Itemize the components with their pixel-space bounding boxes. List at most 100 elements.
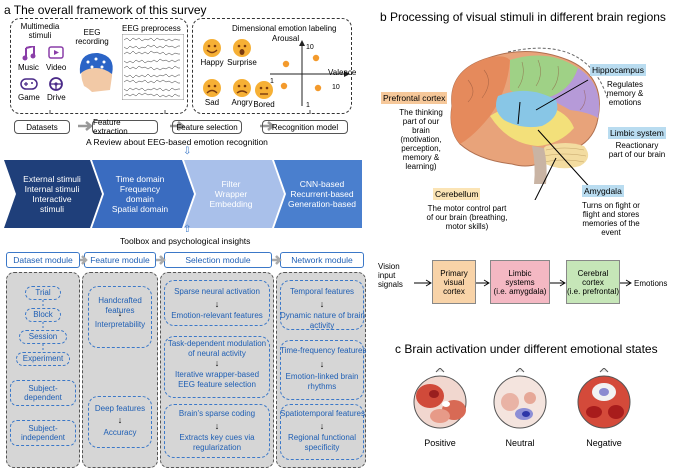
limbic-desc: Reactionary part of our brain: [608, 141, 666, 159]
amygdala-desc: Turns on fight or flight and stores memo…: [582, 201, 640, 237]
arrow-down-icon: ↓: [319, 359, 325, 369]
cerebellum-desc: The motor control part of our brain (bre…: [426, 204, 508, 231]
drive-label: Drive: [47, 93, 66, 102]
flow-box: Limbic systems (i.e. amygdala): [490, 260, 550, 304]
review-caption: A Review about EEG-based emotion recogni…: [86, 137, 268, 147]
feature-item: Deep features: [94, 404, 146, 413]
pipeline-step: Feature extraction: [92, 118, 158, 136]
topomap-neutral: [493, 368, 547, 429]
network-item: Time-frequency features: [280, 346, 367, 355]
network-item: Temporal features: [289, 287, 355, 296]
arousal-valence-axes: [270, 40, 350, 106]
stimuli-recording-box: [10, 18, 188, 114]
panel-b-title: b Processing of visual stimuli in differ…: [380, 10, 666, 24]
arrow-down-icon: ↓: [214, 299, 220, 309]
arrow-down-icon: ↓: [319, 421, 325, 431]
limbic-label: Limbic system: [608, 127, 666, 139]
axis-1-bottom: 1: [306, 102, 310, 109]
game-label: Game: [18, 93, 40, 102]
arrow-down-icon: ↓: [319, 299, 325, 309]
arrow-down-icon: ↓: [214, 358, 220, 368]
selection-item: Emotion-relevant features: [171, 311, 263, 320]
state-positive: Positive: [424, 438, 456, 448]
dimensional-label: Dimensional emotion labeling: [232, 24, 337, 33]
prefrontal-label: Prefrontal cortex: [381, 92, 448, 104]
feature-item: Handcrafted features: [98, 296, 142, 315]
video-label: Video: [46, 63, 67, 72]
brain-illustration: [450, 47, 609, 200]
selection-item: Iterative wrapper-based EEG feature sele…: [174, 370, 260, 389]
selection-group: [164, 280, 270, 326]
module-header: Feature module: [84, 252, 156, 268]
module-header: Dataset module: [6, 252, 80, 268]
angry-face-icon: [233, 79, 251, 97]
dataset-item: Experiment: [16, 352, 70, 366]
network-item: Spatiotemporal features: [280, 409, 365, 418]
game-icon: [20, 78, 38, 90]
emotion-label: Surprise: [227, 58, 257, 67]
arrow-down-icon: ↓: [214, 421, 220, 431]
arousal-label: Arousal: [272, 34, 300, 43]
axis-10-right: 10: [332, 84, 340, 91]
emotion-label: Angry: [231, 98, 253, 107]
flow-input: Vision input signals: [378, 262, 403, 289]
happy-face-icon: [203, 39, 221, 57]
multimedia-label: Multimedia stimuli: [20, 22, 60, 40]
music-label: Music: [18, 63, 39, 72]
bored-face-icon: [255, 81, 273, 99]
cerebellum-label: Cerebellum: [433, 188, 481, 200]
module-header: Network module: [280, 252, 364, 268]
axis-1-left: 1: [270, 78, 274, 85]
dataset-item: Block: [25, 308, 61, 322]
amygdala-label: Amygdala: [582, 185, 624, 197]
chevron-text: Filter Wrapper Embedding: [209, 179, 253, 209]
network-item: Dynamic nature of brain activity: [280, 311, 365, 330]
arrow-down-icon: ↓: [117, 308, 123, 318]
flow-box: Primary visual cortex: [432, 260, 476, 304]
chevron-text: External stimuli Internal stimuli Intera…: [23, 174, 81, 214]
network-group: [280, 404, 364, 460]
flow-output: Emotions: [634, 279, 668, 288]
module-arrows: [80, 255, 282, 265]
axis-10-top: 10: [306, 44, 314, 51]
panel-c-title: c Brain activation under different emoti…: [395, 342, 658, 356]
panel-a-title: a The overall framework of this survey: [4, 3, 207, 17]
selection-group: [164, 404, 270, 458]
valence-label: Valence: [328, 68, 357, 77]
surprise-face-icon: [233, 39, 251, 57]
feature-item: Accuracy: [103, 428, 137, 437]
eeg-signal-plot: [122, 34, 184, 100]
eeg-preprocess-label: EEG preprocess: [122, 24, 181, 33]
selection-item: Task-dependent modulation of neural acti…: [167, 339, 267, 358]
emotion-label: Sad: [204, 98, 220, 107]
eeg-cap-head-icon: [79, 52, 113, 92]
emotion-labeling-box: [192, 18, 352, 114]
up-arrow-icon: ⇧: [183, 224, 192, 235]
toolbox-label: Toolbox and psychological insights: [120, 236, 251, 246]
selection-column: [160, 272, 274, 468]
dataset-item: Trial: [25, 286, 61, 300]
state-neutral: Neutral: [505, 438, 535, 448]
feature-column: [82, 272, 158, 468]
chevron-text: Time domain Frequency domain Spatial dom…: [111, 174, 169, 214]
topomap-negative: [577, 368, 631, 429]
feature-group-handcrafted: [88, 286, 152, 348]
topomap-positive: [413, 368, 467, 429]
chevron-band: [4, 160, 362, 228]
pipeline-step: Recognition model: [262, 120, 348, 134]
selection-item: Extracts key cues via regularization: [179, 433, 255, 452]
network-column: [276, 272, 366, 468]
pipeline-step: Datasets: [14, 120, 70, 134]
video-icon: [48, 46, 64, 59]
network-group: [280, 280, 364, 330]
steering-wheel-icon: [49, 77, 63, 91]
emotion-label: Bored: [253, 100, 275, 109]
pipeline-step: Feature selection: [172, 120, 242, 134]
hippocampus-label: Hippocampus: [590, 64, 646, 76]
selection-group: [164, 336, 270, 398]
network-group: [280, 340, 364, 400]
flow-arrows: [414, 279, 632, 287]
music-icon: [22, 46, 36, 61]
dataset-item: Subject- dependent: [10, 380, 76, 406]
flow-box: Cerebral cortex (i.e. prefrontal): [566, 260, 620, 304]
